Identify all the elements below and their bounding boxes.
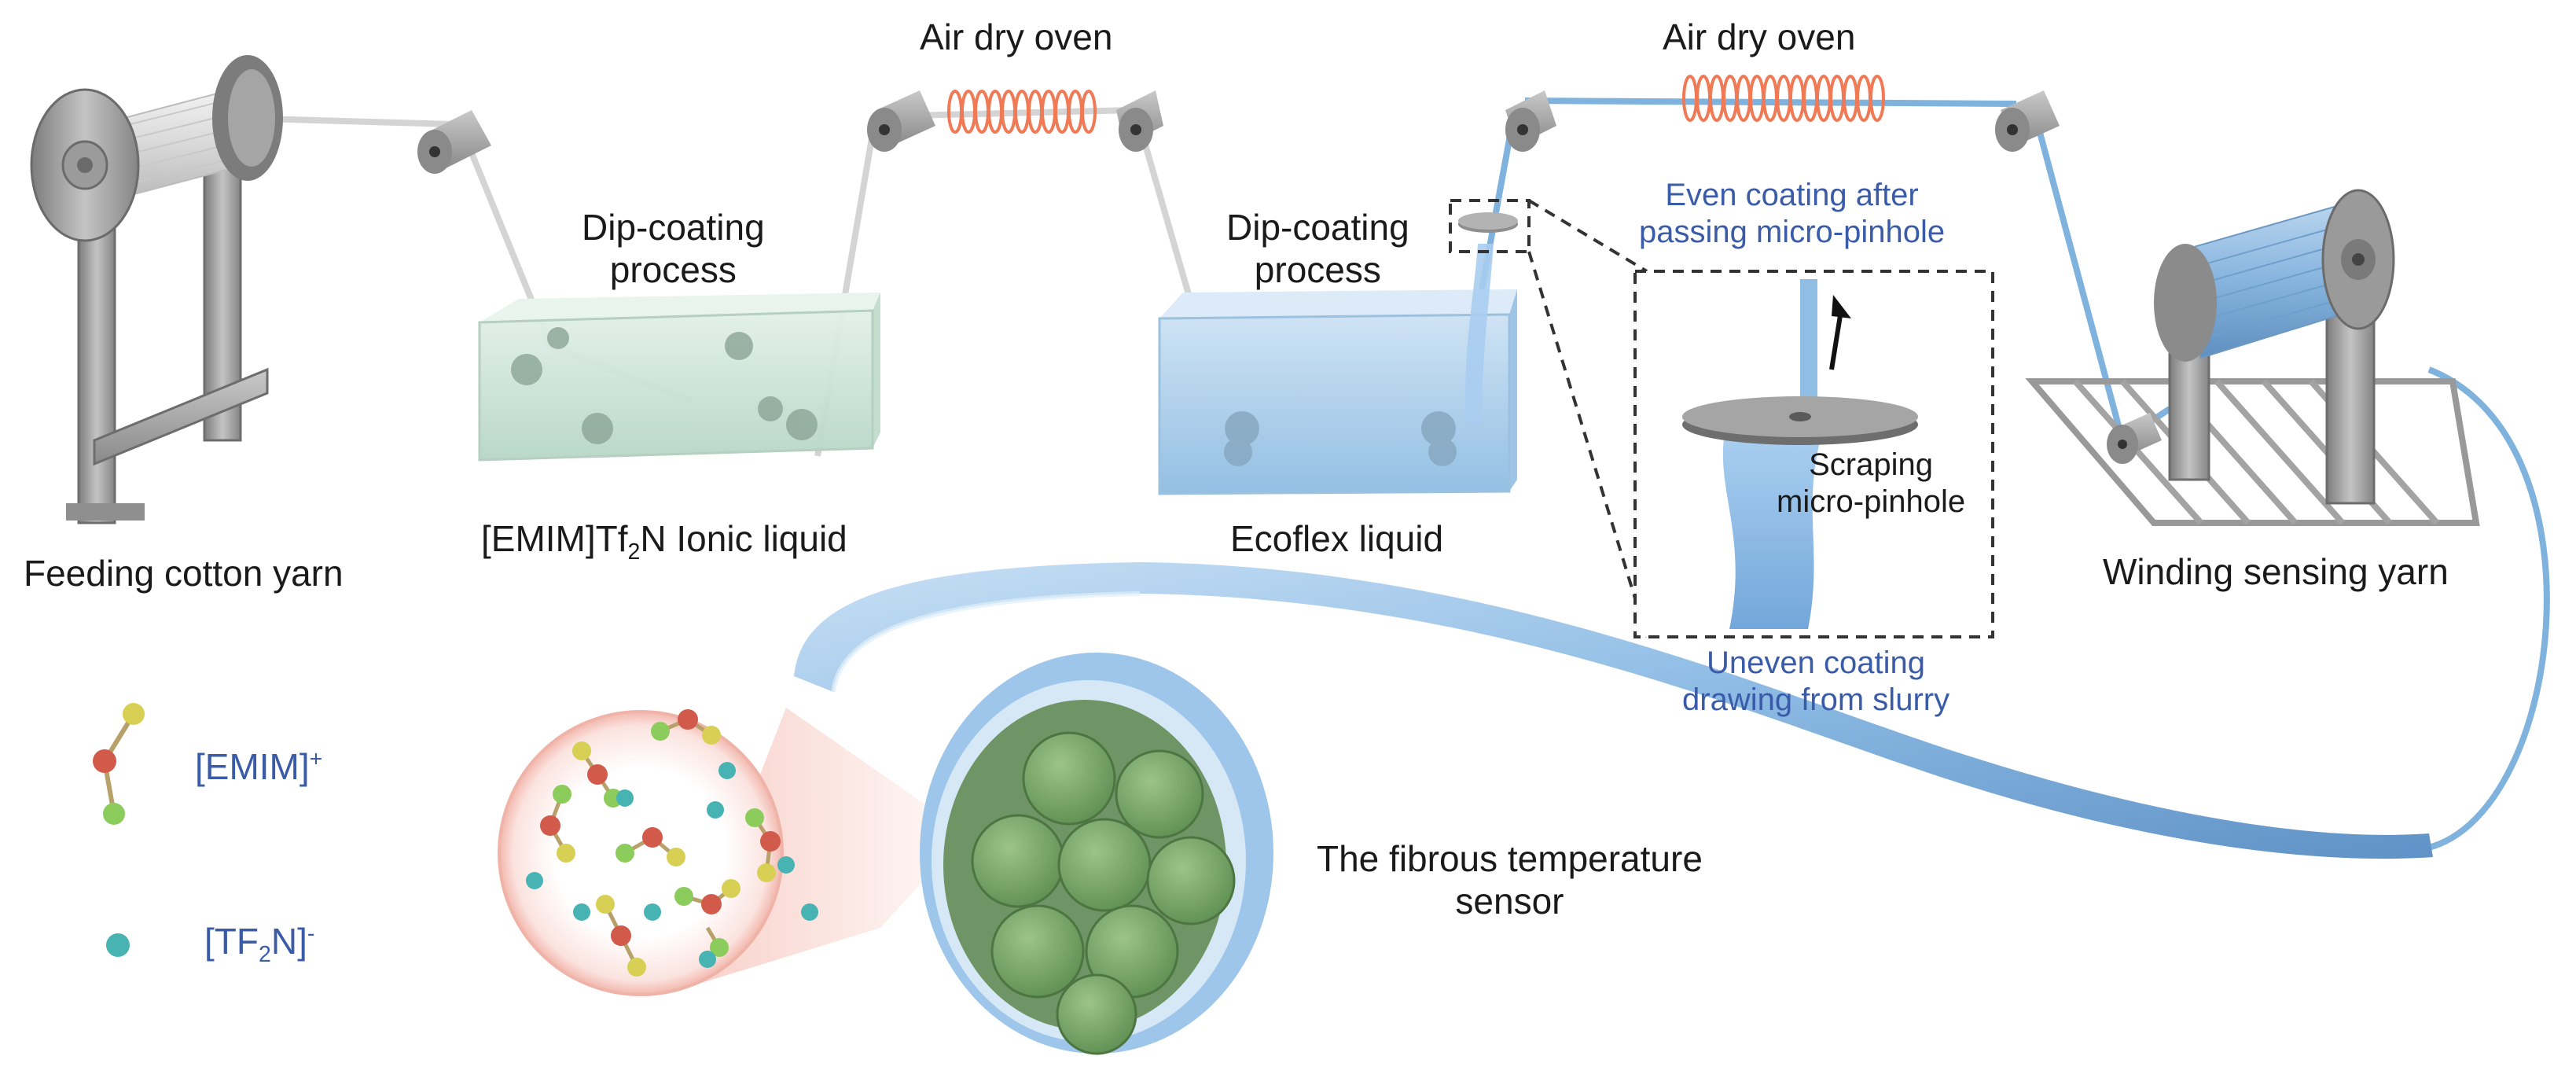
legend-tf2n-label: [TF2N]- <box>204 920 314 969</box>
guide-roller <box>1505 90 1556 152</box>
guide-roller <box>1995 90 2060 152</box>
legend-emim-label: [EMIM]+ <box>195 745 322 788</box>
label-air-dry-oven-1: Air dry oven <box>920 17 1113 57</box>
label-even-coating: Even coating after passing micro-pinhole <box>1639 177 1945 251</box>
sensor-fiber-tube <box>794 562 2433 859</box>
feeding-stand <box>30 55 283 524</box>
guide-roller <box>867 90 935 152</box>
label-uneven-coating: Uneven coating drawing from slurry <box>1682 645 1949 719</box>
ionic-subscript: 2 <box>627 539 641 565</box>
label-dip-coating-2: Dip-coating process <box>1226 206 1409 292</box>
uneven-coating-line1: Uneven coating <box>1707 646 1926 680</box>
legend-emim-icon <box>93 703 145 825</box>
tf2n-subscript: 2 <box>258 942 271 968</box>
guide-roller <box>1116 90 1163 152</box>
even-coating-line2: passing micro-pinhole <box>1639 215 1946 250</box>
tf2n-text-b: N] <box>270 921 307 962</box>
dip-coating-2-line1: Dip-coating <box>1226 207 1409 248</box>
dip-coating-1-line1: Dip-coating <box>582 207 765 248</box>
label-air-dry-oven-2: Air dry oven <box>1663 17 1856 57</box>
tf2n-superscript: - <box>307 921 315 947</box>
sensor-line1: The fibrous temperature <box>1317 838 1703 879</box>
dip-coating-1-line2: process <box>609 249 737 291</box>
label-ecoflex-liquid: Ecoflex liquid <box>1230 518 1444 559</box>
even-coating-line1: Even coating after <box>1665 178 1919 212</box>
ionic-text-a: [EMIM]Tf <box>481 518 628 559</box>
molecule-zoom-bubble <box>498 708 967 996</box>
zoom-source-box <box>1449 199 1531 253</box>
label-feeding-cotton-yarn: Feeding cotton yarn <box>24 553 344 594</box>
ionic-text-b: N Ionic liquid <box>640 518 847 559</box>
tf2n-text-a: [TF <box>204 921 259 962</box>
emim-superscript: + <box>309 746 323 772</box>
coating-drip <box>1464 244 1494 425</box>
label-scraping-pinhole: Scraping micro-pinhole <box>1777 447 1965 521</box>
emim-text: [EMIM] <box>195 746 310 787</box>
zoom-inset <box>1527 199 1994 638</box>
label-dip-coating-1: Dip-coating process <box>582 206 765 292</box>
scraping-line1: Scraping <box>1809 447 1933 482</box>
legend-tf2n-icon <box>106 933 130 957</box>
ecoflex-bath <box>1158 289 1517 495</box>
guide-roller <box>2107 413 2162 464</box>
scraping-line2: micro-pinhole <box>1777 484 1966 520</box>
heating-coil <box>1682 75 1885 122</box>
dip-coating-2-line2: process <box>1254 249 1381 291</box>
micro-pinhole-disc <box>1458 212 1518 233</box>
winding-stand <box>2025 189 2480 526</box>
label-ionic-liquid: [EMIM]Tf2N Ionic liquid <box>481 517 847 566</box>
sensor-line2: sensor <box>1455 881 1564 922</box>
guide-roller <box>417 110 491 174</box>
uneven-coating-line2: drawing from slurry <box>1682 682 1950 718</box>
fiber-cross-section <box>920 653 1273 1055</box>
ionic-liquid-bath <box>478 292 880 462</box>
label-winding-sensing-yarn: Winding sensing yarn <box>2103 551 2449 592</box>
heating-coil <box>947 90 1097 134</box>
label-fibrous-temperature-sensor: The fibrous temperature sensor <box>1317 837 1703 923</box>
